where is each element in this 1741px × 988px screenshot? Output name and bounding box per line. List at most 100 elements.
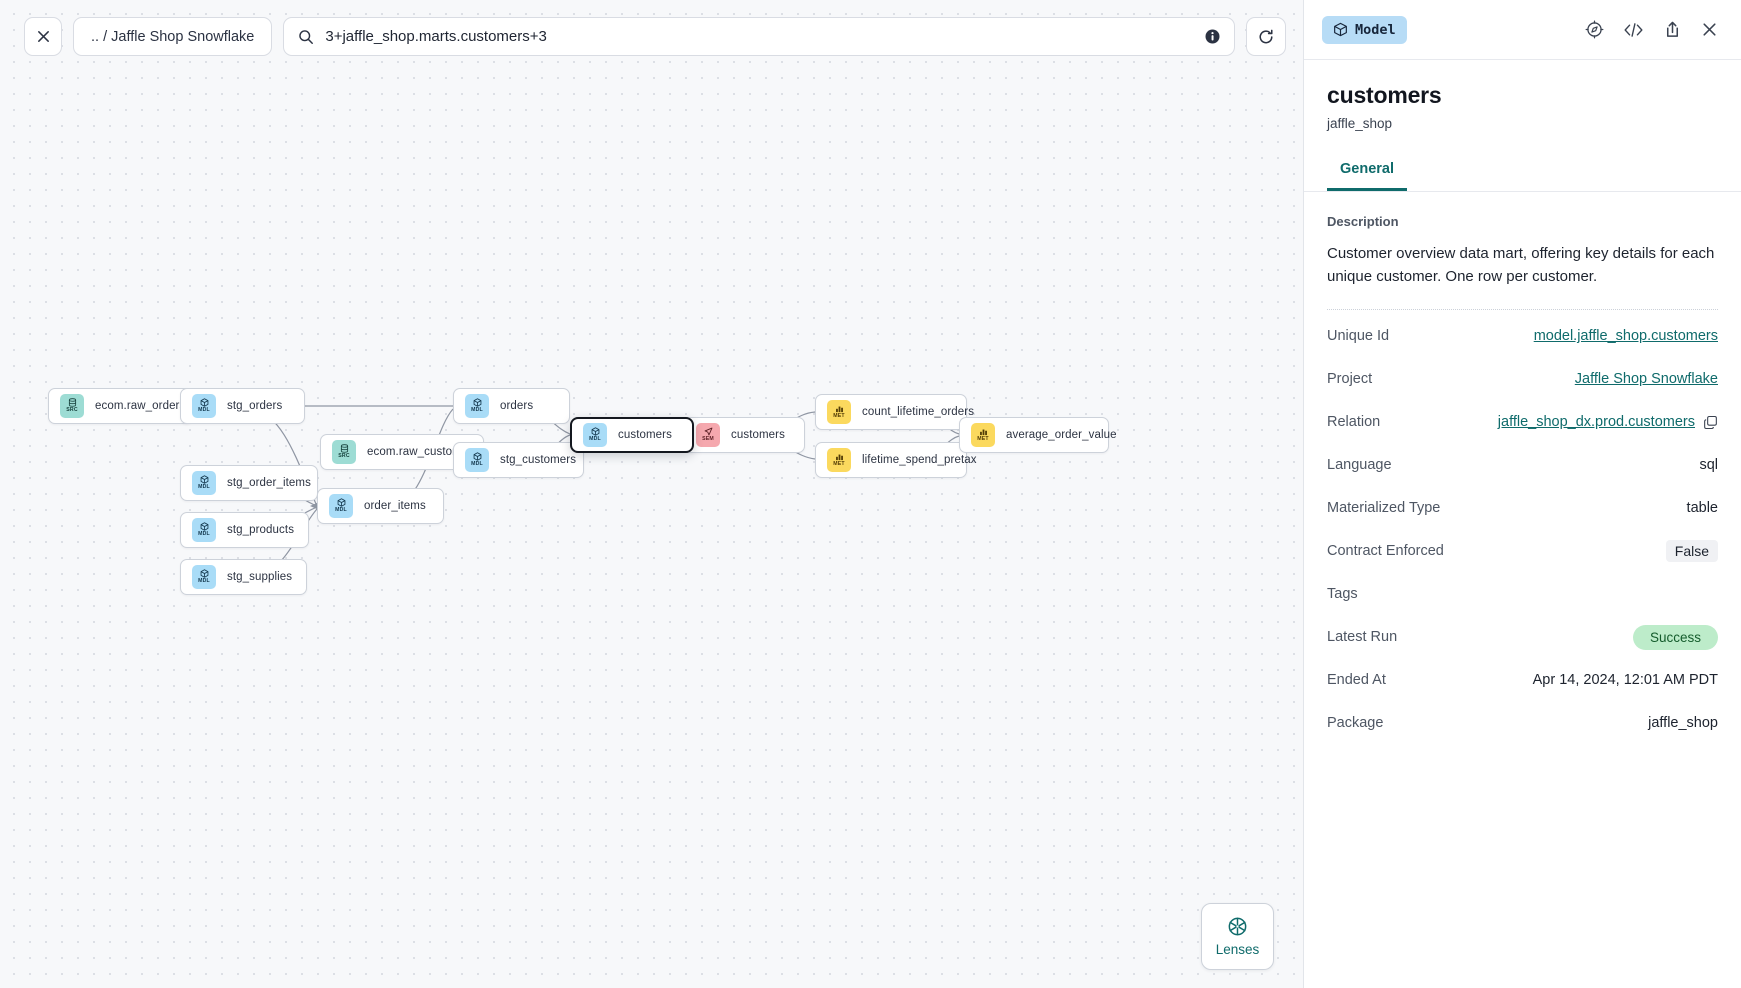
cube-icon	[1334, 22, 1347, 37]
graph-node-label: stg_order_items	[227, 477, 311, 489]
page-title: customers	[1327, 82, 1442, 108]
model-node-badge: MDL	[192, 471, 216, 495]
description-label: Description	[1327, 214, 1399, 229]
search-bar[interactable]	[283, 17, 1236, 56]
graph-node-customers_model[interactable]: MDL customers	[570, 417, 694, 453]
metric-node-badge: MET	[971, 423, 995, 447]
graph-node-stg_orders[interactable]: MDL stg_orders	[180, 388, 305, 424]
property-value[interactable]: jaffle_shop_dx.prod.customers	[1498, 414, 1718, 430]
close-icon[interactable]	[1701, 21, 1718, 38]
graph-node-label: order_items	[364, 500, 426, 512]
panel-tabs: General	[1304, 161, 1741, 192]
refresh-button[interactable]	[1246, 17, 1287, 56]
property-row: Project Jaffle Shop Snowflake	[1327, 363, 1718, 396]
copy-icon[interactable]	[1703, 415, 1718, 430]
semantic-node-badge: SEM	[696, 423, 720, 447]
graph-node-stg_customers[interactable]: MDL stg_customers	[453, 442, 584, 478]
search-input[interactable]	[325, 28, 1194, 45]
property-value[interactable]: Success	[1632, 624, 1718, 650]
property-key: Tags	[1327, 586, 1358, 603]
property-value[interactable]: model.jaffle_shop.customers	[1534, 328, 1718, 344]
panel-actions	[1585, 20, 1718, 39]
source-node-badge: SRC	[60, 394, 84, 418]
lenses-label: Lenses	[1215, 942, 1260, 957]
graph-node-label: stg_customers	[500, 454, 577, 466]
property-value: Apr 14, 2024, 12:01 AM PDT	[1532, 672, 1718, 689]
model-node-badge: MDL	[192, 565, 216, 589]
property-key: Ended At	[1327, 672, 1386, 689]
status-badge[interactable]: Success	[1632, 624, 1718, 650]
graph-node-label: ecom.raw_customers	[367, 446, 479, 458]
model-node-badge: MDL	[192, 394, 216, 418]
graph-node-label: stg_products	[227, 524, 295, 536]
property-value: table	[1686, 500, 1718, 517]
property-link[interactable]: Jaffle Shop Snowflake	[1574, 371, 1718, 388]
metric-node-badge: MET	[827, 448, 851, 472]
share-icon[interactable]	[1663, 20, 1682, 39]
property-value: jaffle_shop	[1648, 715, 1718, 732]
property-row: Materialized Type table	[1327, 492, 1718, 525]
breadcrumb[interactable]: .. / Jaffle Shop Snowflake	[73, 17, 273, 56]
property-link[interactable]: model.jaffle_shop.customers	[1533, 328, 1718, 345]
property-row: Latest Run Success	[1327, 621, 1718, 654]
property-key: Unique Id	[1327, 328, 1390, 345]
code-icon[interactable]	[1623, 21, 1644, 39]
details-panel-header: Model	[1304, 0, 1741, 60]
entity-subtitle: jaffle_shop	[1327, 116, 1393, 131]
property-row: Relation jaffle_shop_dx.prod.customers	[1327, 406, 1718, 439]
property-key: Materialized Type	[1327, 500, 1441, 517]
graph-node-count_lifetime_orders[interactable]: MET count_lifetime_orders	[815, 394, 974, 430]
graph-node-lifetime_spend_pretax[interactable]: MET lifetime_spend_pretax	[815, 442, 977, 478]
node-type-pill: Model	[1322, 15, 1407, 44]
graph-node-label: lifetime_spend_pretax	[862, 454, 977, 466]
details-panel: Model	[1303, 0, 1741, 988]
graph-node-label: customers	[731, 429, 785, 441]
graph-node-label: customers	[618, 429, 672, 441]
model-node-badge: MDL	[465, 394, 489, 418]
graph-node-label: ecom.raw_orders	[95, 400, 186, 412]
property-key: Latest Run	[1327, 629, 1398, 646]
graph-node-customers_semantic[interactable]: SEM customers	[684, 417, 805, 453]
graph-node-ecom_raw_orders[interactable]: SRC ecom.raw_orders	[48, 388, 193, 424]
model-node-badge: MDL	[583, 423, 607, 447]
property-value: sql	[1699, 457, 1718, 474]
source-node-badge: SRC	[332, 440, 356, 464]
aperture-icon	[1228, 917, 1247, 936]
refresh-icon	[1259, 29, 1273, 43]
property-link[interactable]: jaffle_shop_dx.prod.customers	[1497, 414, 1695, 431]
entity-header: customers jaffle_shop	[1304, 60, 1741, 131]
graph-node-stg_order_items[interactable]: MDL stg_order_items	[180, 465, 318, 501]
property-key: Project	[1327, 371, 1373, 388]
description-text: Customer overview data mart, offering ke…	[1327, 245, 1715, 285]
metric-node-badge: MET	[827, 400, 851, 424]
property-row: Package jaffle_shop	[1327, 707, 1718, 740]
close-graph-button[interactable]	[24, 17, 62, 56]
model-node-badge: MDL	[465, 448, 489, 472]
graph-node-label: stg_orders	[227, 400, 283, 412]
property-value: False	[1665, 540, 1718, 563]
canvas-toolbar: .. / Jaffle Shop Snowflake	[24, 17, 1287, 56]
info-icon[interactable]	[1204, 28, 1221, 45]
close-icon	[37, 31, 49, 42]
property-key: Contract Enforced	[1327, 543, 1444, 560]
property-key: Package	[1327, 715, 1384, 732]
lenses-button[interactable]: Lenses	[1201, 903, 1274, 970]
panel-body: Description Customer overview data mart,…	[1304, 192, 1741, 988]
graph-node-stg_products[interactable]: MDL stg_products	[180, 512, 309, 548]
property-row: Contract Enforced False	[1327, 535, 1718, 568]
property-value[interactable]: Jaffle Shop Snowflake	[1575, 371, 1718, 387]
tab-general[interactable]: General	[1327, 161, 1407, 191]
node-type-label: Model	[1355, 21, 1396, 38]
property-row: Unique Id model.jaffle_shop.customers	[1327, 320, 1718, 353]
explore-icon[interactable]	[1585, 20, 1604, 39]
model-node-badge: MDL	[192, 518, 216, 542]
property-key: Relation	[1327, 414, 1381, 431]
graph-node-label: count_lifetime_orders	[862, 406, 975, 418]
